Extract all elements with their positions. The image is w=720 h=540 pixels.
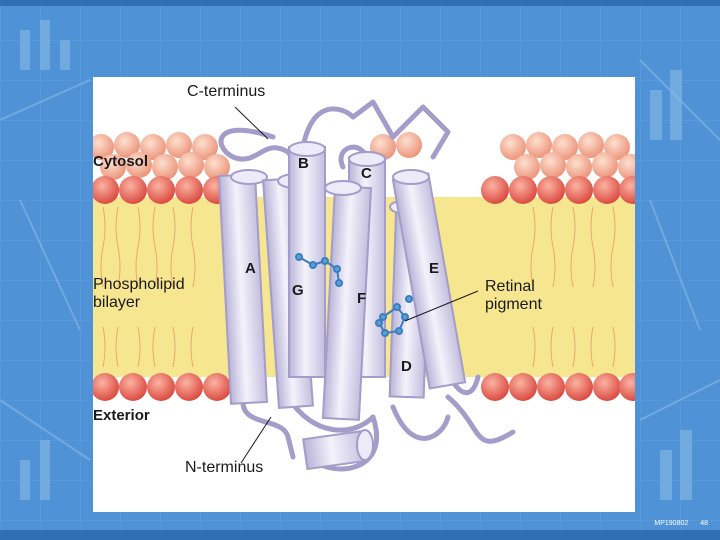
slide-footer: MP190802 48 bbox=[644, 520, 708, 527]
retinal-label: Retinal bbox=[485, 278, 535, 296]
helix-label-f: F bbox=[357, 290, 366, 307]
helix-b bbox=[289, 142, 325, 377]
helix-label-b: B bbox=[298, 155, 309, 172]
helix-label-c: C bbox=[361, 165, 372, 182]
exterior-label: Exterior bbox=[93, 407, 150, 425]
cytosol-label: Cytosol bbox=[93, 153, 148, 171]
footer-page-number: 48 bbox=[700, 520, 708, 527]
c-terminus-label: C-terminus bbox=[187, 83, 265, 101]
helix-label-g: G bbox=[292, 282, 304, 299]
helix-label-a: A bbox=[245, 260, 256, 277]
top-bar bbox=[0, 0, 720, 6]
footer-code: MP190802 bbox=[654, 520, 688, 527]
n-terminus-label: N-terminus bbox=[185, 459, 263, 477]
helix-label-d: D bbox=[401, 358, 412, 375]
phospholipid-label: Phospholipid bbox=[93, 276, 185, 294]
rhodopsin-membrane-figure: C-terminus Cytosol Phospholipid bilayer … bbox=[93, 77, 635, 512]
bilayer-label: bilayer bbox=[93, 294, 140, 312]
bottom-bar bbox=[0, 530, 720, 540]
pigment-label: pigment bbox=[485, 296, 542, 314]
helix-label-e: E bbox=[429, 260, 439, 277]
